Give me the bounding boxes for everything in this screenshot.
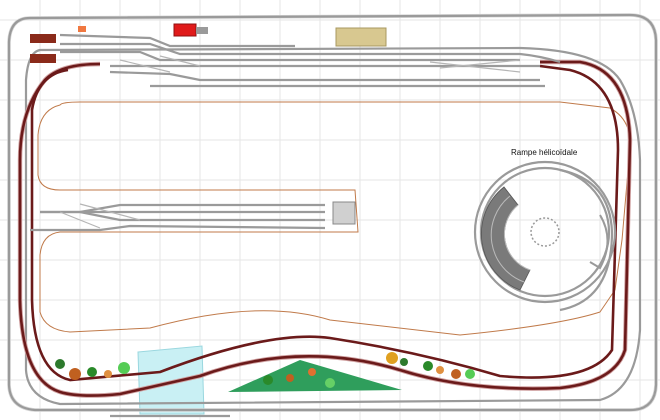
brown-wagon-icon-2[interactable]	[30, 54, 56, 63]
orange-small-icon	[78, 26, 86, 32]
helix-ramp	[473, 160, 617, 304]
dark-red-mainline	[18, 60, 632, 397]
right-curve-track	[559, 168, 614, 312]
tree-icons	[55, 352, 475, 388]
red-locomotive-icon[interactable]	[173, 23, 197, 37]
station-building-icon	[332, 201, 356, 225]
second-grey-loop	[24, 46, 642, 406]
brown-wagon-icon-1[interactable]	[30, 34, 56, 43]
beige-building-icon	[335, 27, 387, 47]
inner-board-outline	[37, 101, 631, 336]
helix-label: Rampe hélicoïdale	[511, 148, 578, 157]
meadow-area	[228, 360, 402, 392]
top-yard-tracks	[59, 33, 561, 88]
grey-wagon-icon[interactable]	[196, 27, 208, 34]
outer-grey-loop	[7, 13, 658, 412]
dark-red-inner-line	[30, 64, 620, 382]
middle-siding-yard	[30, 203, 326, 232]
